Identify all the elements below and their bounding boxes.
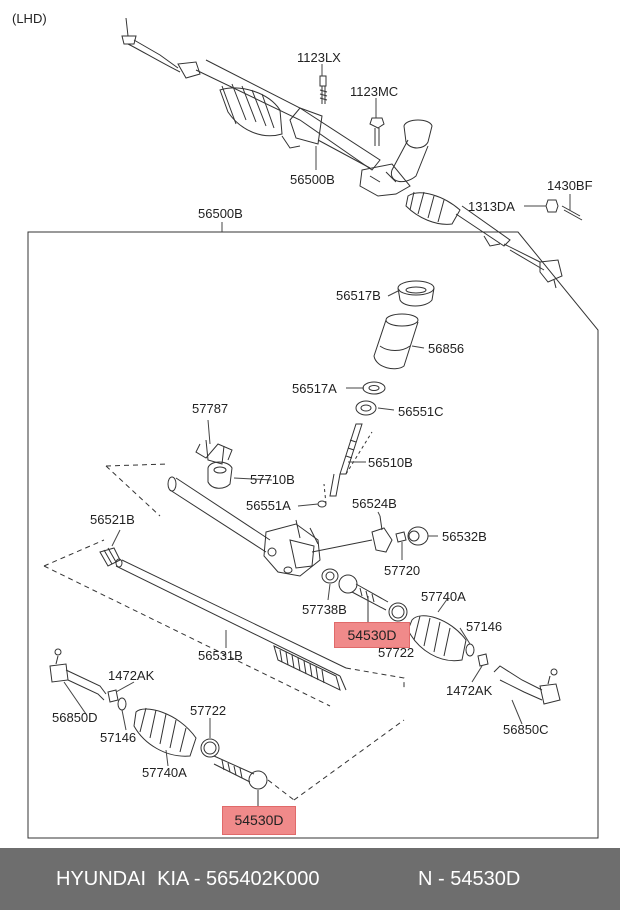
label-56500b-box: 56500B: [198, 206, 243, 221]
bolt-1123mc: [369, 117, 385, 146]
part-number-footer: HYUNDAI KIA - 565402K000 N - 54530D: [0, 848, 620, 910]
part-56531b: [43, 539, 405, 707]
part-57722-right: [388, 602, 408, 622]
part-57710b: [207, 461, 233, 489]
part-1472ak-right: [477, 653, 489, 667]
label-56850d: 56850D: [52, 710, 98, 725]
part-56551c: [355, 400, 377, 416]
top-boot-right: [405, 191, 511, 247]
top-tie-rod-end-right: [503, 243, 563, 289]
top-tie-rod-end-left: [121, 17, 181, 73]
label-56551c: 56551C: [398, 404, 444, 419]
label-56531b: 56531B: [198, 648, 243, 663]
label-57740a-right: 57740A: [421, 589, 466, 604]
label-57740a-left: 57740A: [142, 765, 187, 780]
label-57722-left: 57722: [190, 703, 227, 718]
label-57146-left: 57146: [100, 730, 137, 745]
label-56517b: 56517B: [336, 288, 381, 303]
part-56551a: [317, 500, 327, 508]
label-56850c: 56850C: [503, 722, 549, 737]
label-1123mc: 1123MC: [350, 84, 399, 99]
part-56524b: [371, 515, 393, 553]
label-56521b: 56521B: [90, 512, 135, 527]
steering-gear-diagram: [27, 17, 599, 839]
part-57146-right: [465, 643, 475, 657]
label-56517a: 56517A: [292, 381, 337, 396]
part-56521b: [99, 547, 121, 567]
part-56856: [373, 313, 419, 370]
label-56510b: 56510B: [368, 455, 413, 470]
label-57710b: 57710B: [250, 472, 295, 487]
leader-lines: [63, 64, 571, 767]
label-56551a: 56551A: [246, 498, 291, 513]
part-57146-left: [117, 697, 127, 711]
part-57738b: [321, 568, 339, 584]
part-57787: [195, 439, 233, 465]
part-56517a: [362, 381, 386, 395]
part-57722-left: [200, 738, 220, 758]
part-54530d-right: [338, 574, 389, 622]
label-1472ak-left: 1472AK: [108, 668, 155, 683]
part-56532b: [407, 526, 429, 546]
top-housing: [195, 59, 381, 171]
highlight-54530d-right[interactable]: 54530D: [334, 622, 410, 648]
exploded-view-box: [27, 231, 599, 839]
part-1472ak-left: [107, 689, 119, 703]
top-pinion-housing: [359, 119, 433, 197]
label-56500b-top: 56500B: [290, 172, 335, 187]
label-1472ak-right: 1472AK: [446, 683, 493, 698]
label-1430bf: 1430BF: [547, 178, 593, 193]
label-1313da: 1313DA: [468, 199, 515, 214]
part-56510b: [329, 423, 363, 497]
footer-oem-number: N - 54530D: [418, 868, 521, 890]
label-56532b: 56532B: [442, 529, 487, 544]
part-57740a-right: [407, 615, 467, 662]
bolt-1123lx: [319, 75, 328, 104]
part-56517b: [397, 280, 435, 307]
top-nut-1313da: [545, 199, 559, 213]
part-57740a-left: [133, 707, 197, 757]
part-54530d-left: [213, 719, 405, 806]
highlight-54530d-left[interactable]: 54530D: [222, 806, 296, 835]
label-1123lx: 1123LX: [297, 50, 341, 65]
label-57720: 57720: [384, 563, 421, 578]
label-56524b: 56524B: [352, 496, 397, 511]
label-57738b: 57738B: [302, 602, 347, 617]
top-boot-left: [177, 61, 283, 137]
top-pin-1430bf: [561, 205, 583, 221]
part-56850c: [493, 665, 561, 705]
part-56850d: [49, 648, 107, 701]
label-57787: 57787: [192, 401, 229, 416]
footer-brand-part-number: HYUNDAI KIA - 565402K000: [56, 868, 320, 890]
part-rack-housing: [105, 463, 373, 577]
label-57146-right: 57146: [466, 619, 503, 634]
orientation-label: (LHD): [12, 11, 47, 26]
label-57722-right: 57722: [378, 645, 415, 660]
label-56856: 56856: [428, 341, 465, 356]
part-57720: [395, 531, 407, 543]
